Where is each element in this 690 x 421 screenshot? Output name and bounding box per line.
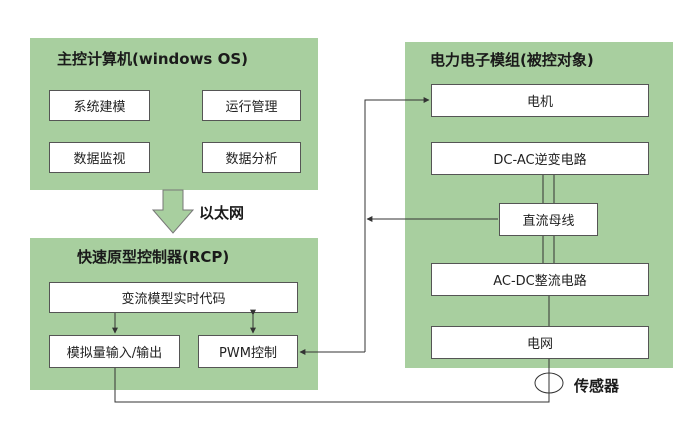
data-analysis-box: 数据分析	[202, 142, 301, 173]
realtime-code-box: 变流模型实时代码	[49, 282, 298, 313]
pwm-link-line	[364, 97, 430, 352]
data-monitor-box: 数据监视	[49, 142, 150, 173]
ethernet-arrow	[151, 189, 195, 234]
pwm-control-box: PWM控制	[198, 335, 298, 368]
ethernet-label: 以太网	[199, 204, 245, 222]
analog-io-box: 模拟量输入/输出	[49, 335, 180, 368]
grid-box: 电网	[431, 326, 649, 359]
rcp-title: 快速原型控制器(RCP)	[77, 248, 230, 266]
sensor-label: 传感器	[574, 377, 620, 395]
dc-ac-inverter-box: DC-AC逆变电路	[431, 142, 649, 175]
dc-bus-box: 直流母线	[499, 203, 598, 236]
motor-box: 电机	[431, 84, 649, 117]
sensor-feedback-line	[114, 359, 550, 403]
main-computer-title: 主控计算机(windows OS)	[57, 50, 248, 68]
power-module-title: 电力电子模组(被控对象)	[430, 51, 594, 69]
ac-dc-rectifier-box: AC-DC整流电路	[431, 263, 649, 296]
operation-management-box: 运行管理	[202, 90, 301, 121]
system-modeling-box: 系统建模	[49, 90, 150, 121]
